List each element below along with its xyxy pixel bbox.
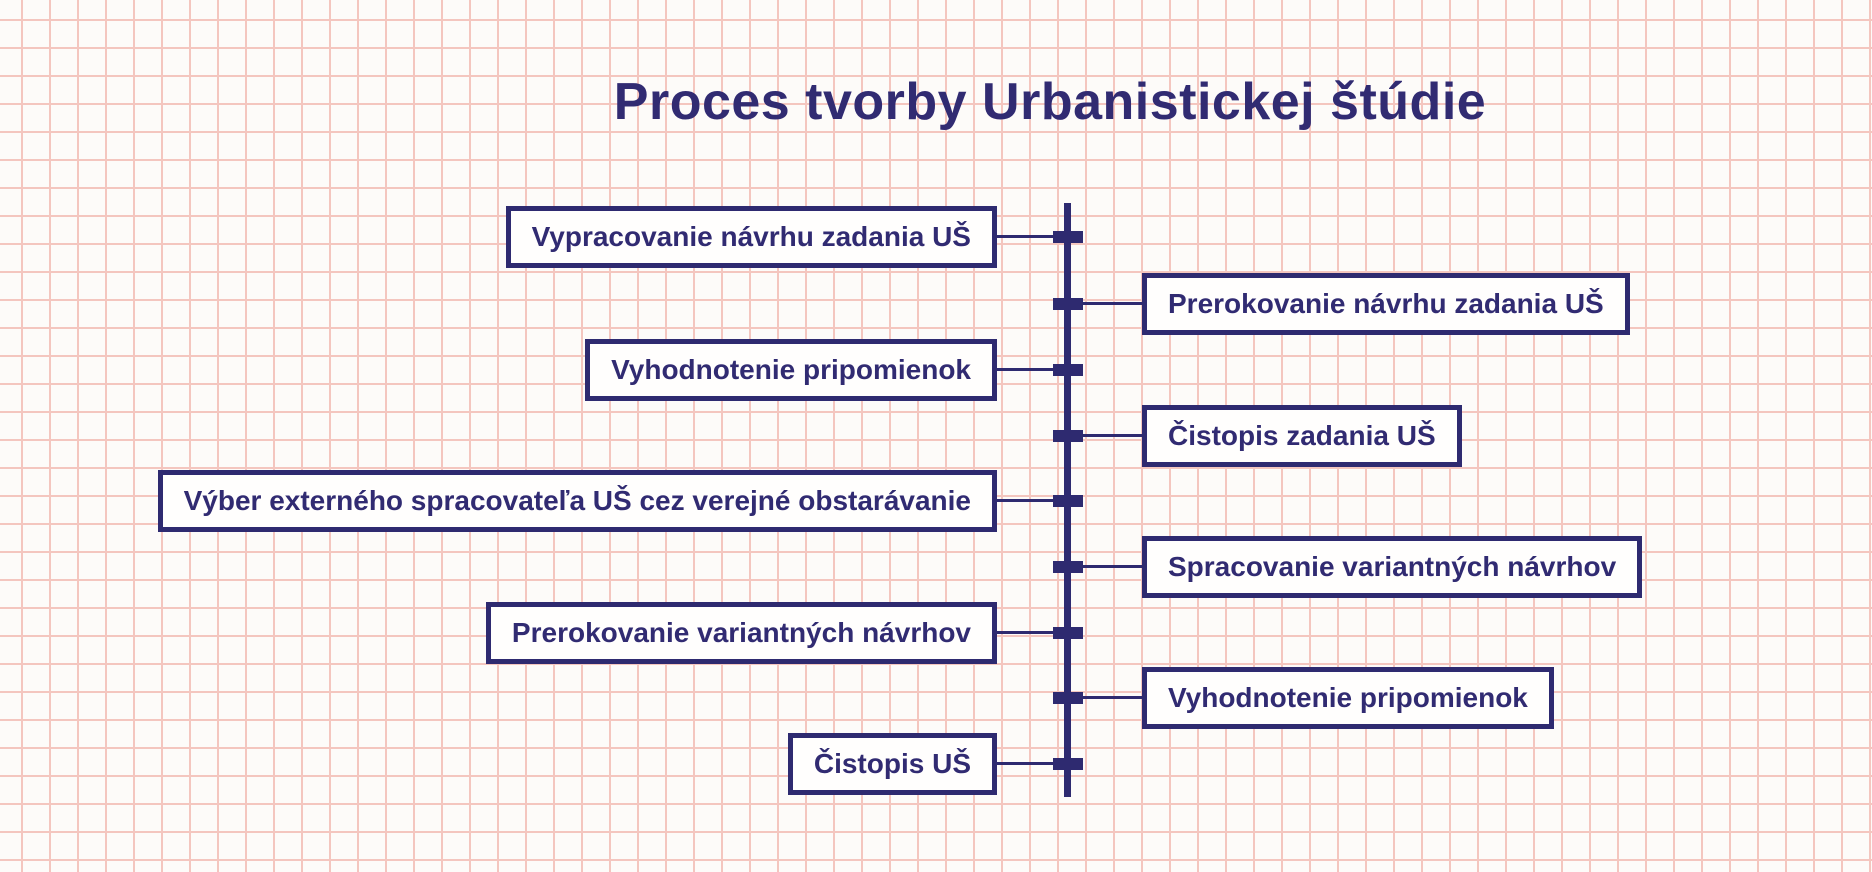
timeline-tick (1053, 692, 1083, 704)
step-connector (1068, 565, 1146, 568)
step-label: Vyhodnotenie pripomienok (611, 354, 971, 385)
timeline-tick (1053, 495, 1083, 507)
timeline-tick (1053, 627, 1083, 639)
step-label: Vypracovanie návrhu zadania UŠ (531, 221, 971, 252)
step-label: Čistopis UŠ (813, 748, 971, 779)
timeline-tick (1053, 298, 1083, 310)
step-connector (1068, 696, 1146, 699)
step-box: Čistopis UŠ (787, 733, 997, 795)
step-label: Čistopis zadania UŠ (1168, 420, 1436, 451)
step-box: Prerokovanie návrhu zadania UŠ (1142, 273, 1630, 335)
step-connector (1068, 434, 1146, 437)
step-connector (990, 235, 1068, 238)
timeline-tick (1053, 758, 1083, 770)
step-connector (1068, 302, 1146, 305)
timeline-tick (1053, 561, 1083, 573)
step-label: Výber externého spracovateľa UŠ cez vere… (183, 485, 971, 516)
step-label: Vyhodnotenie pripomienok (1168, 682, 1528, 713)
step-box: Vypracovanie návrhu zadania UŠ (505, 206, 997, 268)
timeline-tick (1053, 231, 1083, 243)
step-box: Prerokovanie variantných návrhov (485, 602, 997, 664)
timeline-tick (1053, 364, 1083, 376)
step-label: Prerokovanie návrhu zadania UŠ (1168, 288, 1604, 319)
page-title: Proces tvorby Urbanistickej štúdie (613, 73, 1487, 131)
step-box: Výber externého spracovateľa UŠ cez vere… (157, 470, 997, 532)
timeline-tick (1053, 430, 1083, 442)
step-label: Prerokovanie variantných návrhov (511, 617, 971, 648)
step-connector (990, 631, 1068, 634)
step-box: Vyhodnotenie pripomienok (1142, 667, 1554, 729)
step-connector (990, 762, 1068, 765)
step-connector (990, 368, 1068, 371)
step-connector (990, 499, 1068, 502)
step-box: Čistopis zadania UŠ (1142, 405, 1462, 467)
step-box: Spracovanie variantných návrhov (1142, 536, 1643, 598)
step-box: Vyhodnotenie pripomienok (585, 339, 997, 401)
step-label: Spracovanie variantných návrhov (1168, 551, 1617, 582)
